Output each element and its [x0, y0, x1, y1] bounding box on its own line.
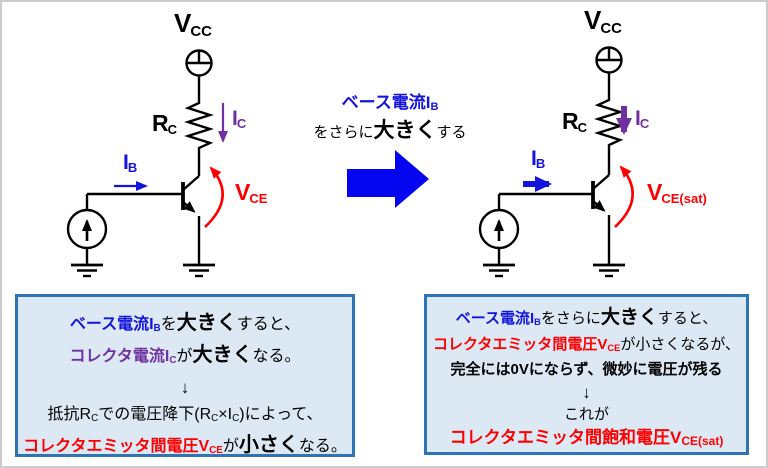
explanation-line: 完全には0Vにならず、微妙に電圧が残る — [450, 361, 723, 378]
explanation-line: これが — [563, 406, 609, 423]
explanation-line: コレクタ電流ICが大きくなる。 — [69, 344, 301, 366]
ground-symbol — [183, 263, 215, 278]
explanation-line: コレクタエミッタ間電圧VCEが小さくなるが、 — [432, 335, 741, 353]
current-source-symbol — [478, 194, 520, 265]
down-arrow-glyph: ↓ — [180, 378, 190, 397]
explanation-line: ベース電流IBをさらに大きくすると、 — [455, 307, 718, 328]
explanation-line-conclusion: コレクタエミッタ間飽和電圧VCE(sat) — [449, 427, 724, 448]
explanation-box-left: ベース電流IBを大きくすると、 コレクタ電流ICが大きくなる。 ↓ 抵抗RCでの… — [15, 294, 355, 457]
ib-label: IB — [123, 151, 138, 175]
ic-label: IC — [635, 107, 650, 131]
rc-label: RC — [152, 110, 178, 137]
transition-caption: ベース電流IB をさらに大きくする — [300, 92, 480, 146]
vce-label: VCE — [235, 179, 268, 206]
transition-subtitle: をさらに大きくする — [313, 119, 467, 142]
left-circuit-diagram — [66, 49, 228, 278]
vcc-terminal-symbol — [595, 46, 623, 74]
explanation-box-right: ベース電流IBをさらに大きくすると、 コレクタエミッタ間電圧VCEが小さくなるが… — [424, 294, 749, 455]
vcc-label: VCC — [584, 5, 623, 37]
vce-sat-label: VCE(sat) — [647, 179, 707, 206]
ground-symbol — [71, 263, 103, 278]
vce-voltage-arc — [204, 166, 224, 228]
right-circuit-diagram — [478, 46, 634, 278]
down-arrow-glyph: ↓ — [582, 382, 591, 402]
npn-transistor — [591, 174, 610, 212]
explanation-line: 抵抗RCでの電圧降下(RC×IC)によって、 — [47, 406, 323, 424]
transition-arrow — [347, 150, 429, 208]
ic-label: IC — [232, 107, 247, 131]
vcc-terminal-symbol — [185, 49, 213, 77]
explanation-line: コレクタエミッタ間電圧VCEが小さくなる。 — [23, 434, 347, 456]
npn-transistor — [181, 175, 200, 213]
current-source-symbol — [66, 194, 108, 265]
rc-label: RC — [562, 108, 588, 135]
transition-title: ベース電流IB — [341, 93, 439, 113]
vce-sat-voltage-arc — [614, 165, 634, 228]
ground-symbol — [593, 263, 625, 278]
circuit-drawing — [66, 46, 634, 278]
resistor-symbol — [184, 101, 214, 150]
explanation-line: ベース電流IBを大きくすると、 — [69, 312, 301, 334]
resistor-symbol — [594, 98, 624, 147]
ground-symbol — [483, 263, 515, 278]
vcc-label: VCC — [174, 8, 213, 40]
ib-label: IB — [531, 147, 546, 171]
